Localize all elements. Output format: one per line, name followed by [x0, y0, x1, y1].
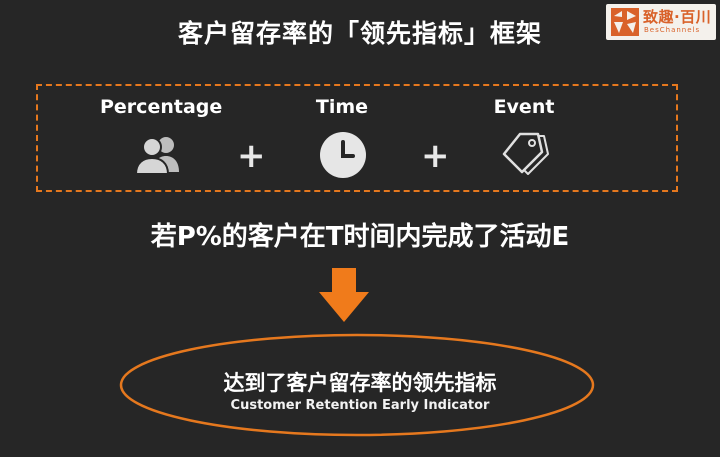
brand-name-en: BesChannels	[644, 26, 701, 34]
plus-sign: +	[421, 136, 450, 176]
tags-icon	[502, 132, 549, 175]
plus-sign: +	[237, 136, 266, 176]
framework-box	[36, 84, 678, 192]
clock-icon	[320, 132, 366, 178]
users-icon	[134, 137, 179, 175]
event-label: Event	[493, 96, 555, 118]
percentage-label: Percentage	[100, 96, 223, 118]
down-arrow-icon	[319, 268, 369, 322]
result-ellipse	[119, 333, 595, 437]
brand-name: 致趣·百川	[643, 8, 712, 26]
brand-logo-icon	[611, 8, 639, 36]
definition-sentence: 若P%的客户在T时间内完成了活动E	[150, 222, 570, 252]
page-title: 客户留存率的「领先指标」框架	[177, 19, 542, 48]
result-title: 达到了客户留存率的领先指标	[223, 371, 497, 395]
brand-logo: 致趣·百川 BesChannels	[606, 4, 716, 40]
time-label: Time	[315, 96, 369, 118]
result-subtitle: Customer Retention Early Indicator	[230, 398, 490, 413]
